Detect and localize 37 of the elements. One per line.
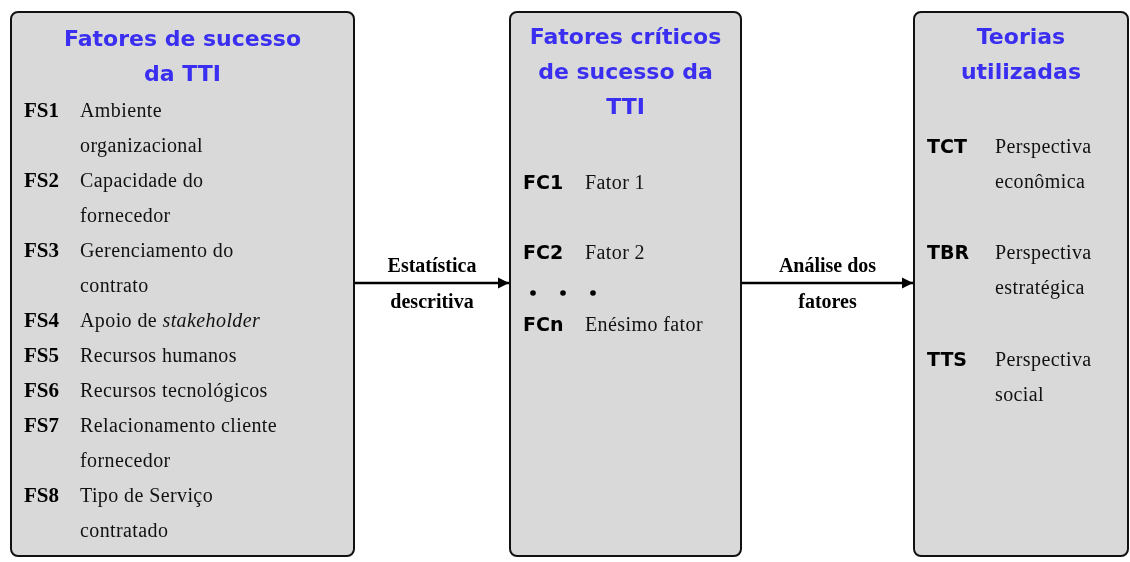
factor-description: Apoio de stakeholder xyxy=(80,308,262,334)
box-heading: Fatores de sucesso da TTI xyxy=(62,25,303,88)
process-box xyxy=(10,11,355,557)
factor-description: Recursos tecnológicos xyxy=(80,378,269,404)
process-box xyxy=(509,11,742,557)
factor-code: FS3 xyxy=(24,237,60,264)
arrow xyxy=(742,277,913,289)
edge-label: Estatística descritiva xyxy=(386,253,478,314)
factor-code: TBR xyxy=(927,240,971,265)
factor-code: FC2 xyxy=(523,240,565,265)
factor-description: Capacidade do fornecedor xyxy=(80,168,205,228)
arrow xyxy=(355,277,509,289)
factor-code: FS5 xyxy=(24,342,60,369)
factor-description: Perspectiva social xyxy=(995,347,1093,407)
factor-code: FS1 xyxy=(24,97,60,124)
factor-code: FS8 xyxy=(24,482,60,509)
factor-description: Relacionamento cliente fornecedor xyxy=(80,413,279,473)
process-box xyxy=(913,11,1129,557)
factor-description: Recursos humanos xyxy=(80,343,238,368)
factor-description: Perspectiva estratégica xyxy=(995,240,1093,301)
factor-code: FS4 xyxy=(24,307,60,334)
factor-description: Ambiente organizacional xyxy=(80,98,204,159)
box-heading: Fatores críticos de sucesso da TTI xyxy=(528,23,723,121)
factor-description: Enésimo fator xyxy=(585,312,704,337)
factor-code: TTS xyxy=(927,347,969,372)
factor-code: FCn xyxy=(523,312,565,337)
factor-code: FC1 xyxy=(523,170,565,195)
factor-code: FS6 xyxy=(24,377,60,404)
factor-description: Perspectiva econômica xyxy=(995,134,1093,194)
factor-code: FS2 xyxy=(24,167,60,194)
factor-code: TCT xyxy=(927,134,968,159)
factor-description: Fator 1 xyxy=(585,170,647,195)
factor-description: Tipo de Serviço contratado xyxy=(80,483,215,543)
box-heading: Teorias utilizadas xyxy=(959,23,1083,86)
factor-code: FS7 xyxy=(24,412,60,439)
edge-label: Análise dos fatores xyxy=(777,253,878,314)
factor-description: Fator 2 xyxy=(585,240,647,265)
